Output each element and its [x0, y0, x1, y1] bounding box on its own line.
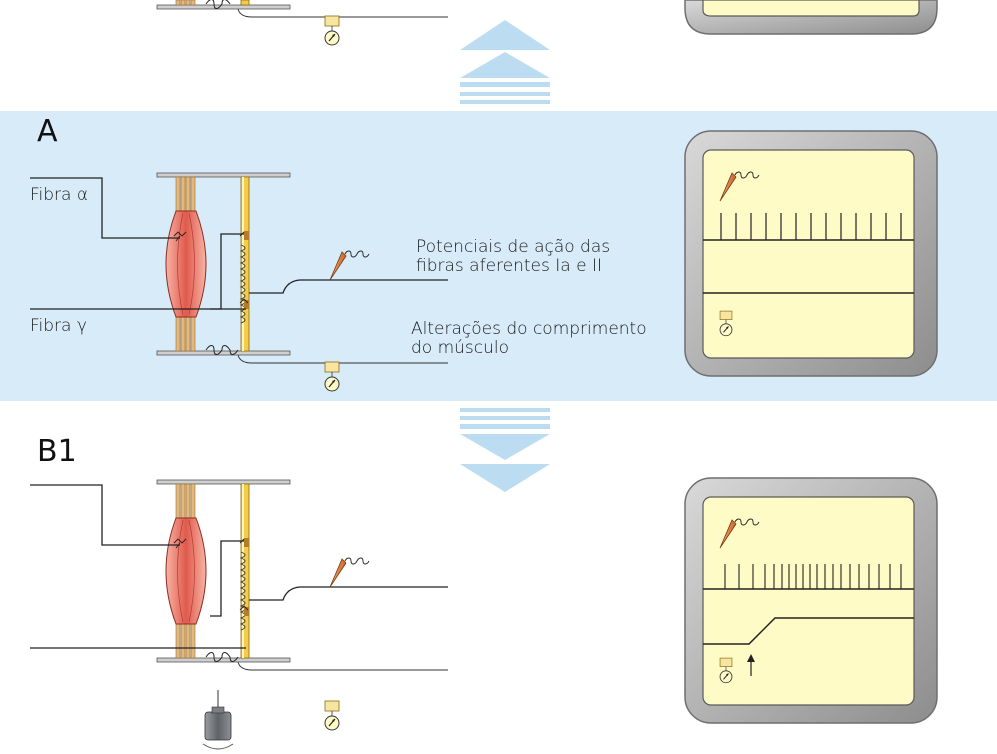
- spike-train-b1: [724, 564, 902, 589]
- alpha-fibre: [30, 177, 180, 239]
- annotation-length-line2: do músculo: [411, 338, 510, 358]
- length-trace: [703, 617, 914, 645]
- weight-icon: [202, 690, 234, 750]
- meter-icon: [324, 15, 340, 46]
- electrode-icon: [329, 557, 370, 588]
- top-partial-preparation: [156, 0, 448, 46]
- annotation-length-line1: Alterações do comprimento: [411, 319, 647, 339]
- annotation-potentials-line2: fibras aferentes Ia e II: [416, 256, 602, 276]
- panel-b1-letter: B1: [37, 434, 77, 469]
- top-partial-screen: [684, 0, 938, 35]
- meter-icon: [324, 700, 340, 731]
- spike-train: [720, 213, 902, 240]
- panel-b1-oscilloscope: [684, 477, 938, 724]
- alpha-fibre-label: Fibra α: [30, 185, 89, 205]
- small-arrow-up-icon: [747, 654, 755, 676]
- panel-b1-preparation: [156, 479, 449, 671]
- gamma-fibre-label: Fibra γ: [30, 316, 87, 336]
- arrow-down-icon: [460, 408, 550, 492]
- arrow-up-icon: [460, 20, 550, 104]
- panel-a-letter: A: [37, 114, 58, 149]
- alpha-fibre-b1: [30, 484, 180, 546]
- annotation-potentials-line1: Potenciais de ação das: [416, 237, 611, 257]
- panel-a-oscilloscope: [684, 130, 938, 377]
